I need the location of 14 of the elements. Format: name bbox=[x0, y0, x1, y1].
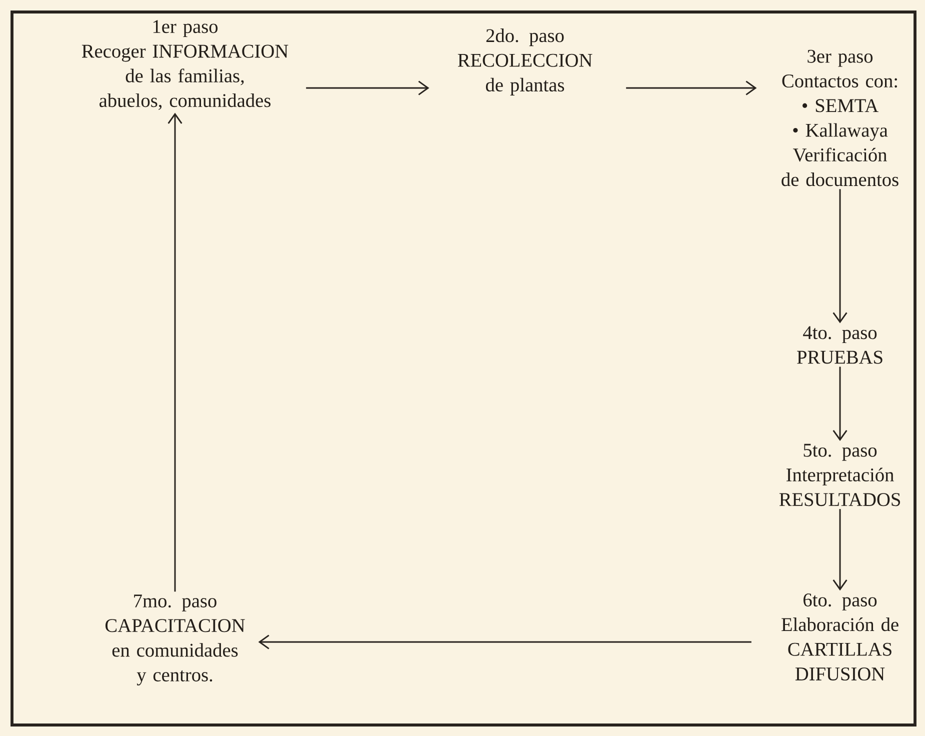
arrow bbox=[626, 80, 757, 96]
step-text: 5to. paso Interpretación RESULTADOS bbox=[779, 444, 900, 506]
arrow bbox=[832, 366, 848, 441]
step-text: 1er paso Recoger INFORMACION de las familias, abuelos, comunidades bbox=[82, 20, 288, 110]
arrow bbox=[832, 509, 848, 591]
arrow bbox=[168, 112, 182, 592]
step-text: 7mo. paso CAPACITACION en comunidades y centros. bbox=[106, 594, 245, 686]
step-text: 3er paso Contactos con: • SEMTA • Kallawaya Verificación de documentos bbox=[782, 50, 898, 186]
arrow bbox=[832, 189, 848, 324]
step-text: 6to. paso Elaboración de CARTILLAS DIFUSION bbox=[782, 594, 898, 680]
arrow bbox=[258, 634, 752, 650]
step-text: 4to. paso PRUEBAS bbox=[797, 326, 882, 364]
arrow bbox=[306, 80, 430, 96]
step-text: 2do. paso RECOLECCION de plantas bbox=[458, 28, 592, 96]
